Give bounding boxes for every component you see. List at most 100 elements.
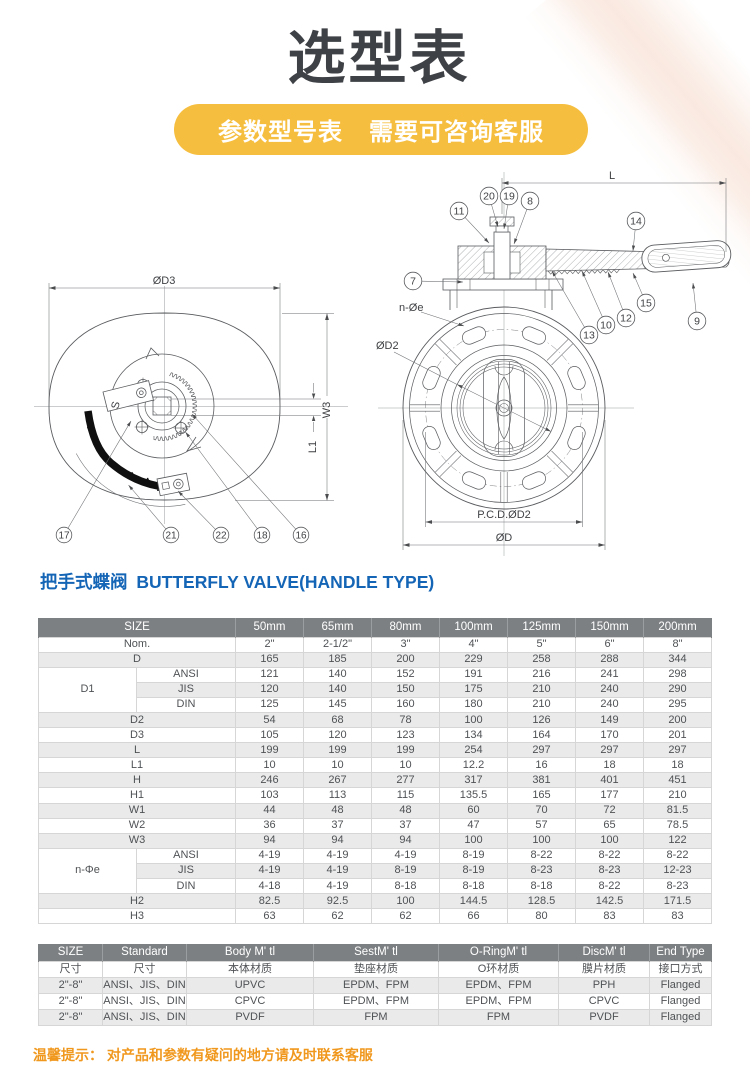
spec-col-header: 50mm [235,618,304,637]
spec-cell: 8-22 [643,847,712,864]
spec-cell: 240 [575,681,644,698]
spec-row-label: D [38,651,236,668]
spec-cell: 200 [371,651,440,668]
material-col-header-cn: 尺寸 [102,960,187,978]
spec-cell: 94 [371,832,440,849]
material-cell: CPVC [186,992,314,1010]
material-col-header: End Type [649,944,712,961]
spec-cell: 126 [507,711,576,729]
material-col-header: SIZE [38,944,103,961]
material-col-header-cn: 本体材质 [186,960,314,978]
material-cell: 2"-8" [38,976,103,994]
spec-cell: 10 [235,757,304,774]
spec-cell: 3" [371,636,440,653]
spec-cell: 4-19 [303,847,372,864]
spec-cell: 199 [371,742,440,759]
callout-21: 21 [165,530,177,541]
material-cell: EPDM、FPM [438,976,559,994]
callout-9: 9 [694,316,700,328]
material-cell: Flanged [649,992,712,1010]
material-cell: EPDM、FPM [313,992,439,1010]
spec-cell: 199 [235,742,304,759]
spec-cell: 177 [575,787,644,804]
spec-col-header: SIZE [38,618,236,637]
spec-cell: 150 [371,681,440,698]
spec-cell: 6" [575,636,644,653]
spec-row-label: H [38,772,236,789]
spec-cell: 140 [303,666,372,683]
spec-cell: 297 [507,742,576,759]
spec-cell: 164 [507,727,576,744]
spec-cell: 37 [303,817,372,834]
spec-row-label: L [38,742,236,759]
spec-cell: 8-22 [507,847,576,864]
spec-cell: 63 [235,908,304,925]
spec-cell: 36 [235,817,304,834]
footer-tip-text: 对产品和参数有疑问的地方请及时联系客服 [106,1047,373,1063]
spec-cell: 65 [575,817,644,834]
material-cell: FPM [438,1008,559,1026]
material-cell: PPH [558,976,650,994]
callout-13: 13 [583,330,595,342]
spec-cell: 122 [643,832,712,849]
section-heading-cn: 把手式蝶阀 [40,572,128,592]
callout-20: 20 [483,191,495,203]
material-cell: Flanged [649,1008,712,1026]
callout-12: 12 [620,313,632,325]
spec-col-header: 65mm [303,618,372,637]
spec-group-label: n-Φe [38,847,137,895]
spec-cell: 10 [371,757,440,774]
spec-cell: 48 [371,802,440,819]
spec-cell: 94 [235,832,304,849]
callout-22: 22 [215,530,227,541]
spec-cell: 82.5 [235,893,304,910]
banner-text-left: 参数型号表 [218,119,343,146]
material-cell: FPM [313,1008,439,1026]
spec-cell: 44 [235,802,304,819]
spec-cell: 254 [439,742,508,759]
material-col-header: DiscM' tl [558,944,650,961]
callout-19: 19 [503,191,515,203]
spec-row-label: JIS [136,681,236,698]
callout-11: 11 [454,206,465,218]
material-cell: ANSI、JIS、DIN [102,976,187,994]
spec-cell: 171.5 [643,893,712,910]
callout-14: 14 [630,216,642,228]
spec-row-label: D2 [38,711,236,729]
spec-cell: 8-23 [507,862,576,880]
spec-cell: 113 [303,787,372,804]
material-cell: PVDF [186,1008,314,1026]
spec-row-label: DIN [136,877,236,895]
spec-cell: 103 [235,787,304,804]
spec-cell: 210 [507,696,576,713]
spec-row-label: L1 [38,757,236,774]
spec-row-label: JIS [136,862,236,880]
spec-cell: 100 [439,711,508,729]
callout-7: 7 [410,276,416,288]
material-cell: ANSI、JIS、DIN [102,1008,187,1026]
spec-col-header: 150mm [575,618,644,637]
spec-cell: 297 [575,742,644,759]
spec-cell: 144.5 [439,893,508,910]
spec-cell: 92.5 [303,893,372,910]
spec-group-label: D1 [38,666,137,713]
spec-row: Nom.2"2-1/2"3"4"5"6"8" [38,636,712,653]
spec-cell: 240 [575,696,644,713]
spec-col-header: 80mm [371,618,440,637]
spec-cell: 200 [643,711,712,729]
dim-label-od3: ØD3 [153,275,176,287]
dim-label-od2: ØD2 [376,340,399,352]
spec-cell: 149 [575,711,644,729]
